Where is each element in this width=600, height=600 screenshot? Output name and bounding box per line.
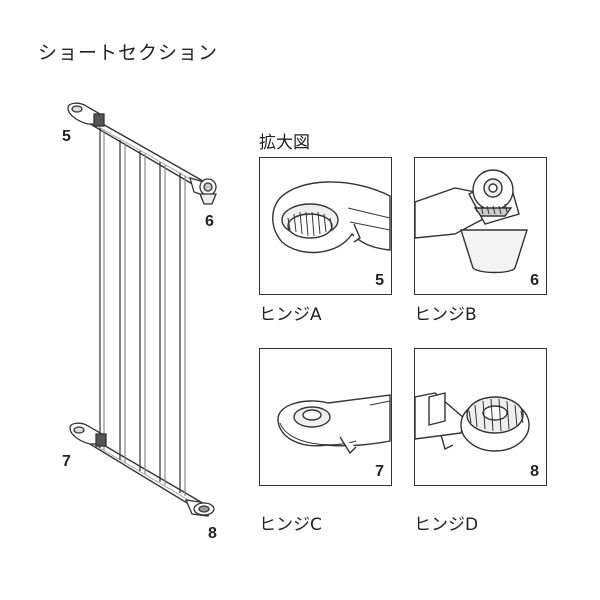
hinge-6-drawing [189, 177, 217, 205]
zoom-panel-hinge-b: 6 [414, 157, 547, 295]
gate-label-8: 8 [208, 525, 217, 542]
page-title: ショートセクション [38, 42, 219, 64]
gate-label-5: 5 [62, 128, 71, 145]
caption-hinge-b: ヒンジB [414, 305, 477, 325]
hinge-b-closeup [415, 169, 528, 274]
caption-hinge-d: ヒンジD [414, 515, 479, 535]
panel-number: 5 [375, 272, 384, 289]
hinge-a-closeup [272, 181, 391, 254]
hinge-7-drawing [69, 422, 107, 447]
zoom-panel-hinge-a: 5 [259, 157, 392, 295]
hinge-5-drawing [67, 102, 105, 127]
caption-hinge-c: ヒンジC [259, 515, 322, 535]
zoom-panel-hinge-c: 7 [259, 348, 392, 486]
caption-hinge-a: ヒンジA [259, 305, 322, 325]
panel-number: 7 [375, 463, 384, 480]
zoom-title: 拡大図 [259, 133, 310, 153]
hinge-d-closeup [415, 392, 530, 452]
gate-label-7: 7 [62, 453, 71, 470]
gate-label-6: 6 [205, 213, 214, 230]
panel-number: 8 [530, 463, 539, 480]
zoom-panel-hinge-d: 8 [414, 348, 547, 486]
hinge-c-closeup [277, 394, 391, 455]
hinge-8-drawing [184, 499, 215, 517]
panel-number: 6 [530, 272, 539, 289]
